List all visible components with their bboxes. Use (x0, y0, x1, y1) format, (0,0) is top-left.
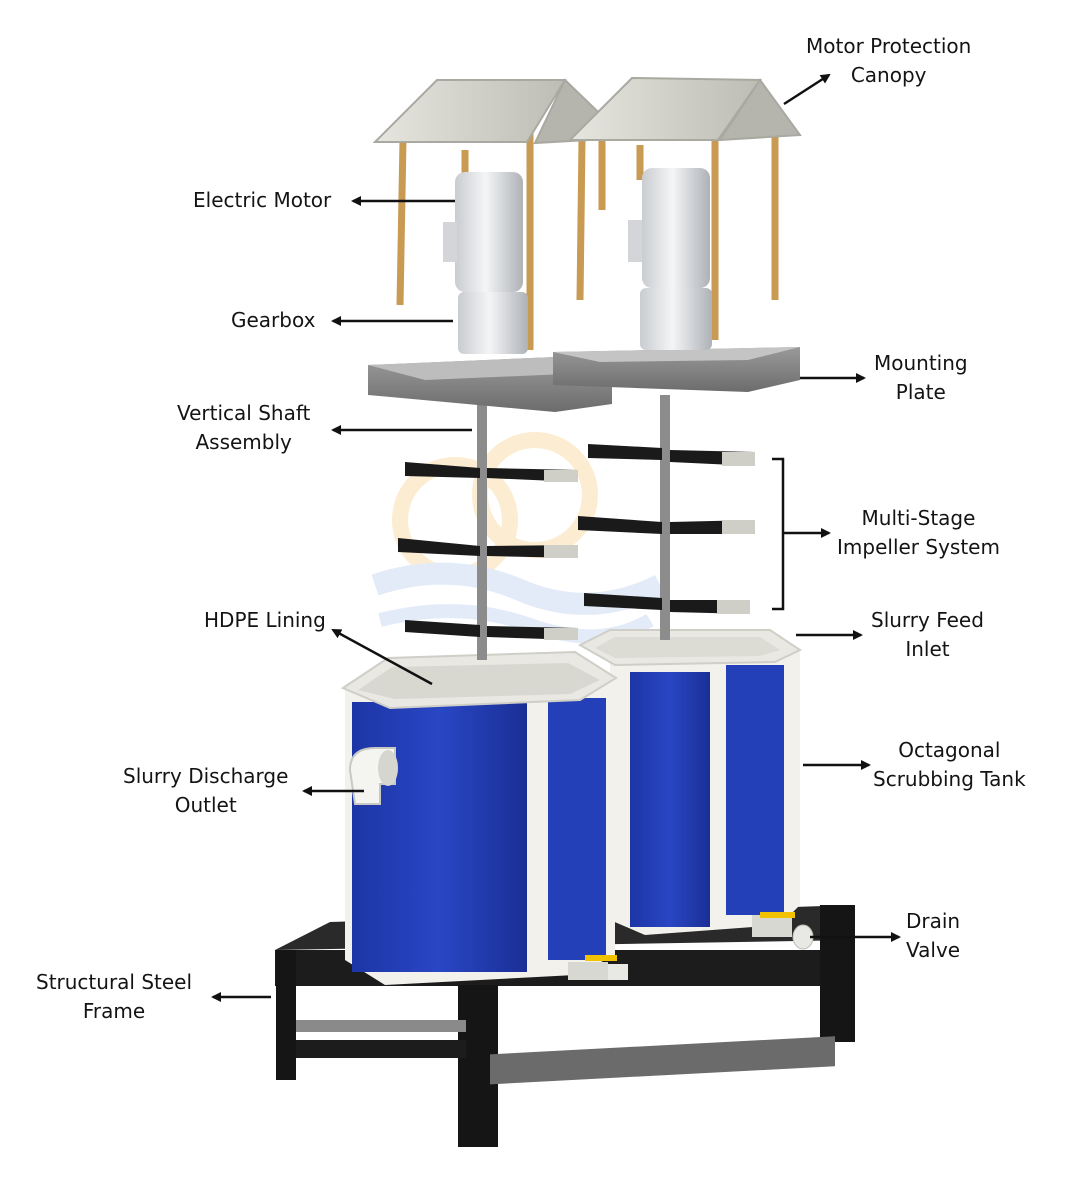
label-vertical-shaft-assembly: Vertical Shaft Assembly (177, 401, 311, 454)
label-hdpe-lining: HDPE Lining (204, 608, 326, 632)
label-slurry-feed-inlet: Slurry Feed Inlet (871, 608, 984, 661)
label-multi-stage-impeller-system: Multi-Stage Impeller System (837, 506, 1000, 559)
octagonal-tank-left (340, 650, 618, 985)
drain-valve-left (568, 955, 628, 980)
hdpe-lining-surface (358, 663, 600, 699)
vertical-shaft-assembly (477, 395, 670, 660)
arrow-motor-protection-canopy (783, 73, 831, 106)
label-octagonal-scrubbing-tank: Octagonal Scrubbing Tank (873, 738, 1026, 791)
callout-arrows (211, 73, 901, 1002)
label-structural-steel-frame: Structural Steel Frame (36, 970, 193, 1023)
mounting-plate (368, 347, 800, 412)
label-slurry-discharge-outlet: Slurry Discharge Outlet (123, 764, 289, 817)
impeller-system-bracket (772, 457, 785, 611)
electric-motor-right (628, 168, 712, 350)
gearbox-left (458, 292, 528, 354)
electric-motor-left (443, 172, 528, 354)
label-mounting-plate: Mounting Plate (874, 351, 968, 404)
label-gearbox: Gearbox (231, 308, 316, 332)
impeller-system (398, 444, 755, 640)
gearbox-right (640, 288, 712, 350)
motor-protection-canopy (372, 76, 802, 145)
octagonal-tank-right (577, 629, 803, 935)
label-drain-valve: Drain Valve (906, 909, 961, 962)
label-electric-motor: Electric Motor (193, 188, 332, 212)
canopy-posts (396, 130, 779, 350)
label-motor-protection-canopy: Motor Protection Canopy (806, 34, 972, 87)
arrow-hdpe-lining (331, 628, 433, 686)
